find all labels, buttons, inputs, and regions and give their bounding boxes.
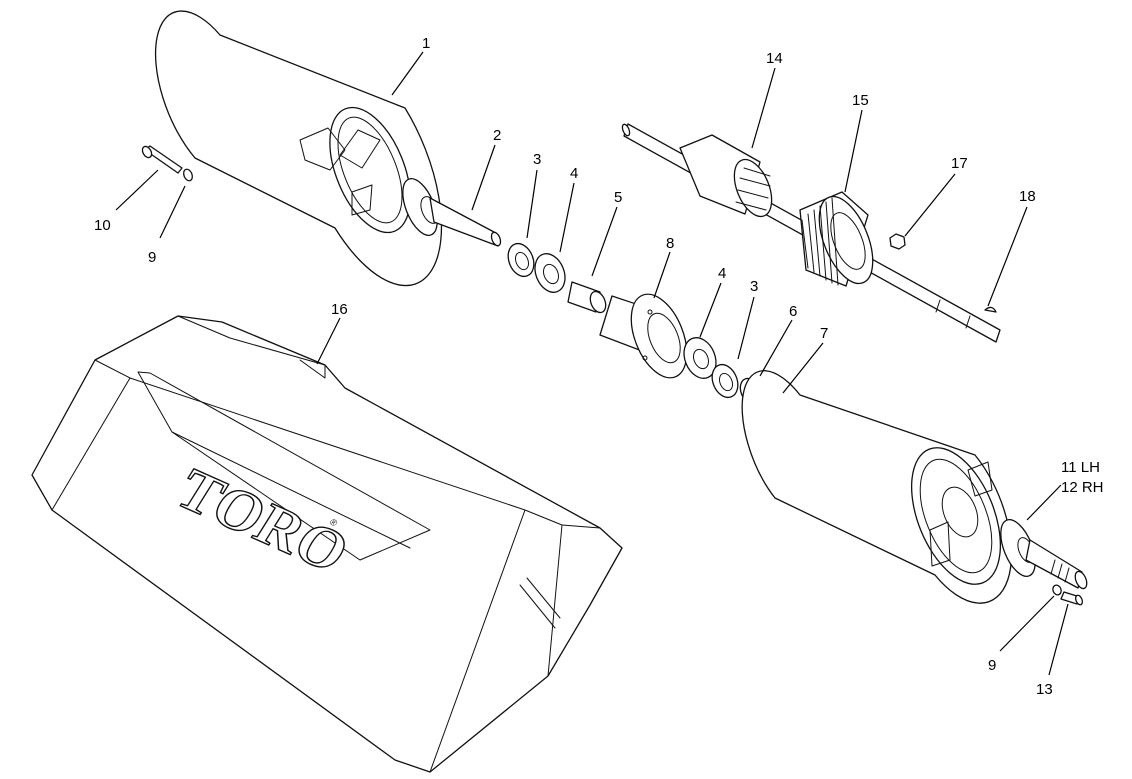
hub-assembly — [679, 134, 773, 218]
callout-12: 12 RH — [1061, 479, 1104, 496]
leader-16 — [316, 317, 341, 365]
callout-1: 1 — [422, 35, 430, 52]
roller-shield-cover: TORO ® — [31, 315, 623, 773]
stub-shaft-right — [1000, 519, 1088, 590]
leader-lines — [115, 51, 1069, 676]
callout-4b: 4 — [718, 265, 726, 282]
leader-6 — [759, 319, 793, 377]
roller-shell-left — [154, 10, 443, 287]
leader-9b — [999, 595, 1055, 652]
stub-shaft-left — [402, 178, 502, 247]
callout-labels: 1 2 3 4 5 8 4 3 6 7 10 9 14 15 17 18 16 … — [94, 35, 1104, 698]
callout-3b: 3 — [750, 278, 758, 295]
lock-washer-left — [183, 168, 193, 182]
washer-right — [711, 363, 739, 399]
callout-7: 7 — [820, 325, 828, 342]
woodruff-key — [984, 306, 997, 313]
callout-16: 16 — [331, 301, 348, 318]
leader-7 — [782, 342, 824, 394]
leader-1 — [391, 51, 424, 96]
leader-10 — [115, 169, 159, 211]
callout-4: 4 — [570, 165, 578, 182]
leader-4a — [559, 182, 575, 253]
callout-13: 13 — [1036, 681, 1053, 698]
drive-gear — [799, 191, 874, 287]
callout-14: 14 — [766, 50, 783, 67]
bearing-housing — [599, 293, 688, 379]
leader-15 — [844, 109, 863, 193]
callout-9: 9 — [148, 249, 156, 266]
callout-3: 3 — [533, 151, 541, 168]
registered-mark: ® — [328, 517, 340, 528]
leader-9a — [159, 185, 186, 239]
bolt-right — [1060, 591, 1084, 606]
leader-4b — [699, 282, 722, 338]
leader-18 — [987, 206, 1028, 307]
callout-15: 15 — [852, 92, 869, 109]
callout-10: 10 — [94, 217, 111, 234]
shaft-nut — [889, 233, 906, 250]
leader-14 — [751, 67, 776, 149]
spacer-sleeve — [567, 281, 607, 314]
callout-6: 6 — [789, 303, 797, 320]
leader-11 — [1026, 484, 1062, 521]
washer-left — [507, 242, 535, 278]
callout-2: 2 — [493, 127, 501, 144]
callout-5: 5 — [614, 189, 622, 206]
leader-3a — [526, 169, 538, 239]
callout-11: 11 LH — [1061, 459, 1100, 476]
leader-17 — [904, 173, 956, 237]
leader-3b — [737, 296, 755, 360]
roller-shell-right — [741, 370, 1013, 604]
leader-5 — [591, 206, 618, 277]
bolt-left — [141, 145, 183, 174]
leader-2 — [471, 144, 496, 211]
leader-13 — [1048, 603, 1069, 676]
callout-18: 18 — [1019, 188, 1036, 205]
leader-8 — [653, 251, 671, 299]
callout-9b: 9 — [988, 657, 996, 674]
lock-washer-right — [1052, 584, 1062, 596]
callout-17: 17 — [951, 155, 968, 172]
bearing-right — [683, 337, 717, 379]
bearing-left — [534, 253, 566, 293]
callout-8: 8 — [666, 235, 674, 252]
